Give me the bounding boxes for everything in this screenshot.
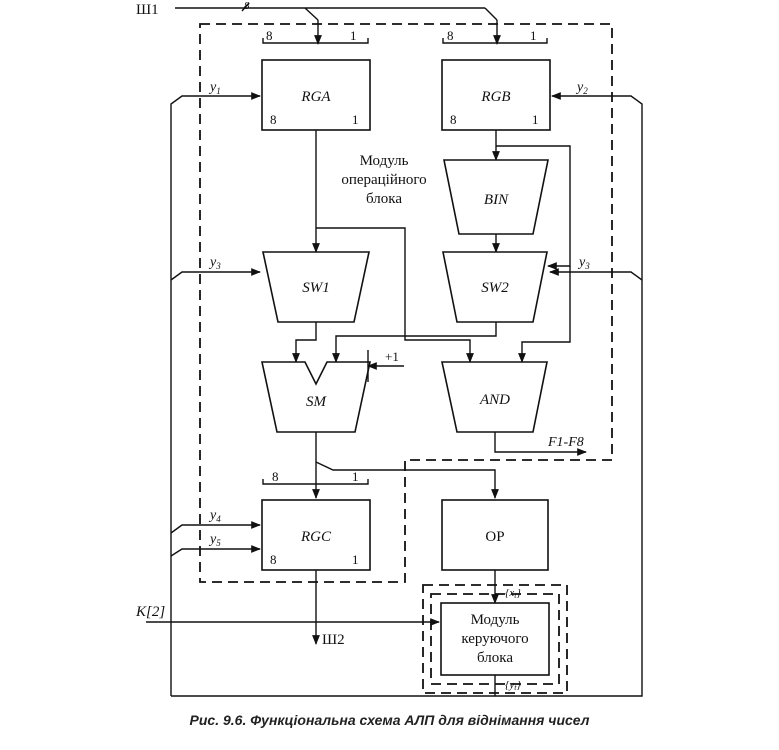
rgb-top-low: 1 [530,28,537,43]
y3-right-label: y3 [577,255,590,271]
y3-left-label: y3 [208,255,221,271]
sw1-switch [262,251,370,323]
input-bus-width: 8 [244,0,250,12]
operational-module-outline [199,23,613,583]
yt-label: {yt} [505,679,522,692]
rgb-top-high: 8 [447,28,454,43]
control-module-line3: блока [477,650,513,666]
y1-label: y1 [208,80,221,96]
sm-label: SM [306,394,328,410]
rga-top-low: 1 [350,28,357,43]
rgc-bot-high: 8 [270,552,277,567]
module-op-line2: операційного [341,172,426,188]
rga-top-high: 8 [266,28,273,43]
input-bus-label: Ш1 [136,2,159,18]
control-module-block [440,602,550,676]
module-op-line1: Модуль [360,153,409,169]
sm-carry-label: +1 [385,349,399,364]
rgc-bot-low: 1 [352,552,359,567]
op-label: OP [485,529,504,545]
y5-label: y5 [208,532,221,548]
flags-label: F1-F8 [547,435,584,450]
y2-label: y2 [575,80,588,96]
rgb-label: RGB [480,89,510,105]
sw2-label: SW2 [481,280,509,296]
bin-inverter [443,159,549,235]
sw1-label: SW1 [302,280,330,296]
xt-label: {xt} [505,587,522,600]
y4-label: y4 [208,508,221,524]
op-block [441,499,549,571]
rgc-label: RGC [300,529,332,545]
rga-label: RGA [300,89,331,105]
control-module-line2: керуючого [461,631,528,647]
output-bus-label: Ш2 [322,632,345,648]
module-op-line3: блока [366,191,402,207]
rgb-bot-high: 8 [450,112,457,127]
rga-bot-low: 1 [352,112,359,127]
figure-caption: Рис. 9.6. Функціональна схема АЛП для ві… [189,712,590,728]
data-paths [292,130,587,645]
input-bus-sh1 [175,2,501,45]
rga-register [261,59,371,131]
control-module-line1: Модуль [471,612,520,628]
rgc-top-high: 8 [272,469,279,484]
bin-label: BIN [484,192,509,208]
and-block [441,361,548,433]
k2-label: K[2] [135,604,165,620]
control-signal-wiring [146,92,643,697]
and-label: AND [479,392,510,408]
rgc-top-low: 1 [352,469,359,484]
sm-adder [261,361,371,433]
rga-bot-high: 8 [270,112,277,127]
sw2-switch [442,251,548,323]
rgb-bot-low: 1 [532,112,539,127]
